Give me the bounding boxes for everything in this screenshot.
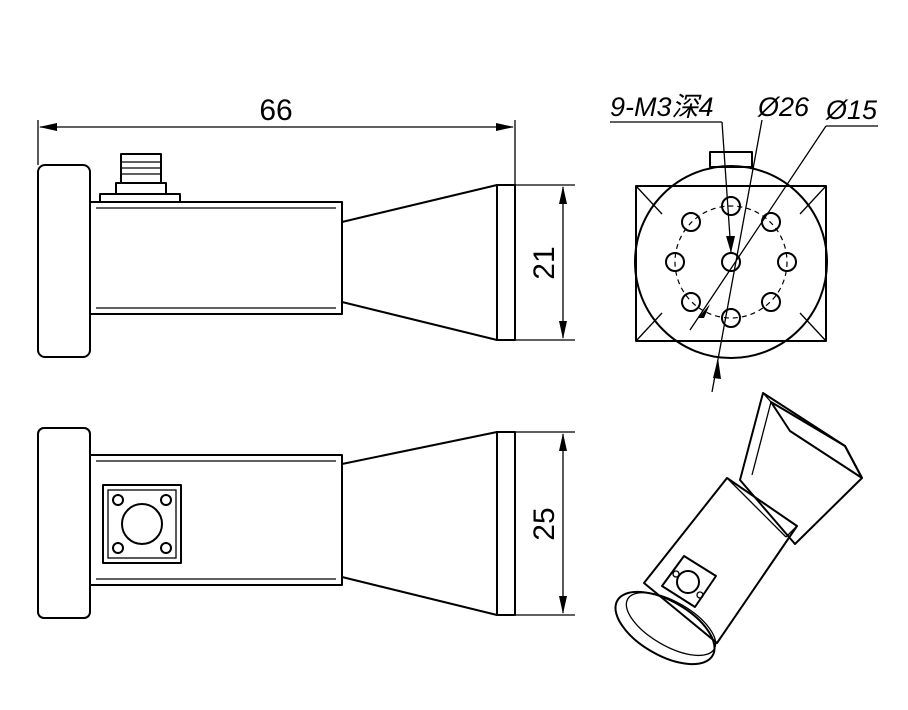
connector-face (102, 484, 182, 564)
dimension-side-height-label: 21 (528, 246, 561, 279)
horn-bottom (341, 431, 498, 616)
iso-horn (739, 392, 863, 545)
thread-holes-label: 9-M3深4 (610, 92, 714, 122)
iso-connector (661, 555, 717, 608)
end-flange-circle (634, 165, 828, 359)
thread-holes (665, 196, 797, 328)
body-bottom (89, 454, 343, 586)
bottom-view: 25 (37, 427, 575, 619)
flange-top (37, 164, 91, 358)
bolt-circle (674, 205, 788, 319)
bore-label: Ø15 (825, 95, 878, 125)
horn-lip-top (496, 184, 516, 341)
dimension-bottom-height: 25 (515, 431, 575, 616)
isometric-view (614, 392, 863, 666)
dimension-length: 66 (37, 94, 516, 185)
connector-top (99, 153, 181, 203)
end-view: 9-M3深4 Ø26 Ø15 (610, 92, 878, 393)
dimension-side-height: 21 (515, 184, 575, 341)
end-square (635, 185, 827, 342)
bolt-circle-label: Ø26 (757, 92, 810, 122)
horn-lip-bottom (496, 431, 516, 616)
dimension-length-label: 66 (259, 94, 292, 127)
flange-bottom (37, 427, 91, 619)
horn-top (341, 184, 498, 341)
iso-body (643, 477, 798, 644)
dimension-bottom-height-label: 25 (528, 507, 561, 540)
end-connector (709, 151, 753, 168)
iso-flange (614, 590, 716, 666)
top-view: 66 21 (37, 94, 575, 358)
body-top (89, 201, 343, 315)
